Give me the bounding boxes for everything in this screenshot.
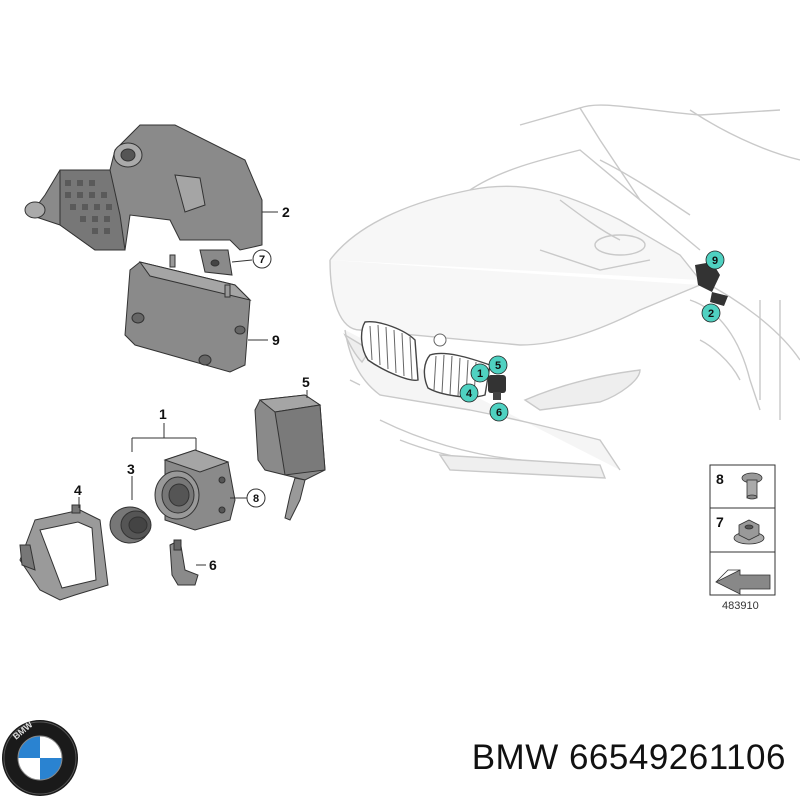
svg-text:8: 8 [253, 493, 259, 505]
car-marker-4: 4 [459, 383, 479, 403]
svg-text:2: 2 [708, 308, 714, 320]
direction-arrow-icon [715, 569, 771, 595]
car-sensor-assembly [488, 375, 506, 400]
part-2-bracket [24, 124, 263, 276]
legend-label-8: 8 [716, 471, 724, 487]
car-marker-1: 1 [470, 363, 490, 383]
callout-9: 9 [272, 332, 280, 348]
hardware-legend: 8 7 [709, 464, 776, 596]
caption-part-number: 66549261106 [568, 738, 786, 777]
bmw-roundel-icon: BMW [2, 719, 78, 796]
car-front-illustration [329, 104, 800, 479]
part-1-radar-sensor [154, 449, 236, 531]
svg-text:7: 7 [259, 254, 265, 266]
callout-2: 2 [282, 204, 290, 220]
svg-text:9: 9 [712, 255, 718, 267]
part-caption: BMW 66549261106 [472, 738, 786, 778]
svg-text:6: 6 [496, 407, 502, 419]
callout-8: 8 [246, 488, 266, 508]
callout-5: 5 [302, 374, 310, 390]
svg-text:5: 5 [495, 360, 501, 372]
car-marker-5: 5 [488, 355, 508, 375]
part-3-ring [109, 506, 152, 544]
legend-label-7: 7 [716, 514, 724, 530]
callout-7: 7 [252, 249, 272, 269]
svg-text:4: 4 [466, 388, 473, 400]
part-6-connector [169, 539, 199, 586]
car-bracket-assembly [695, 262, 728, 306]
car-marker-9: 9 [705, 250, 725, 270]
reference-number: 483910 [722, 600, 759, 612]
part-4-frame-bracket [19, 504, 109, 601]
callout-1: 1 [159, 406, 167, 422]
callout-1-bracket [131, 423, 197, 452]
callout-4: 4 [74, 482, 82, 498]
screw-icon [741, 472, 763, 500]
car-marker-group: 1 5 4 6 9 2 [459, 250, 725, 422]
part-5-sensor-housing [254, 394, 326, 521]
callout-6: 6 [209, 557, 217, 573]
hood-badge [433, 333, 447, 347]
nut-icon [733, 519, 765, 545]
car-marker-6: 6 [489, 402, 509, 422]
caption-brand: BMW [471, 738, 559, 777]
car-marker-2: 2 [701, 303, 721, 323]
part-9-control-module [124, 254, 252, 373]
callout-3: 3 [127, 461, 135, 477]
leader-7 [231, 259, 253, 263]
svg-text:1: 1 [477, 368, 483, 380]
